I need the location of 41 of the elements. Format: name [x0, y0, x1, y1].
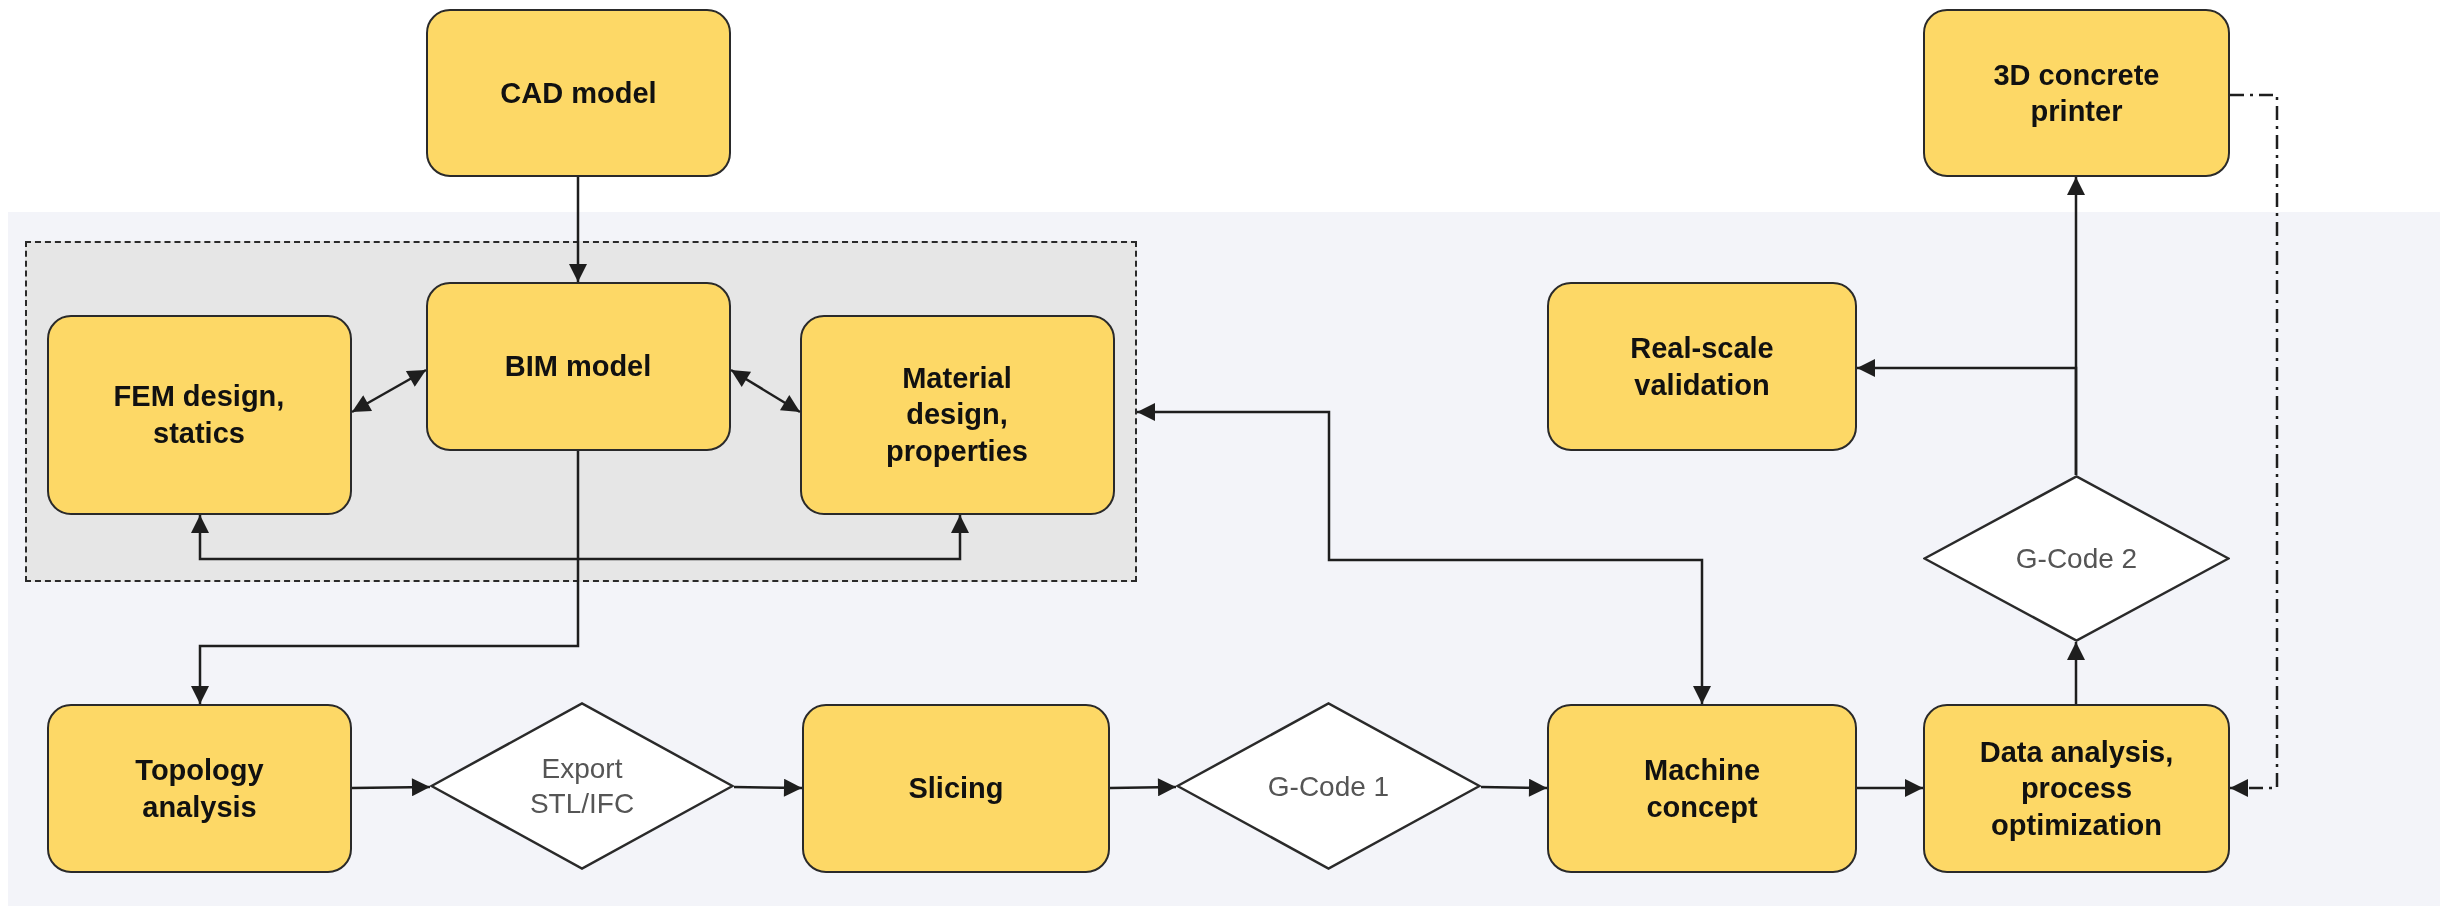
process-box [1923, 704, 2230, 873]
arrow [2067, 642, 2085, 704]
process-box [1923, 9, 2230, 177]
process-box [425, 281, 731, 451]
arrow [352, 778, 430, 797]
process-box [799, 314, 1115, 515]
dashed-group-box [25, 241, 1137, 582]
box-label: Data analysis, process optimization [1978, 735, 2175, 843]
box-label: CAD model [499, 75, 658, 111]
arrow [1481, 778, 1547, 797]
arrow [1137, 403, 1711, 704]
decision-diamond [1176, 702, 1481, 870]
arrow [730, 368, 801, 414]
box-label: Machine concept [1643, 753, 1761, 825]
decision-diamond [1923, 475, 2230, 642]
arrow [569, 177, 587, 282]
arrow [2230, 93, 2279, 797]
arrow [191, 515, 969, 561]
box-label: BIM model [503, 348, 653, 384]
arrow [1857, 359, 2078, 475]
box-label: Slicing [907, 771, 1005, 807]
process-box [1547, 282, 1857, 451]
process-box [46, 314, 352, 515]
arrow [1110, 778, 1176, 797]
box-label: Real-scale validation [1629, 331, 1775, 403]
box-label: FEM design, statics [112, 379, 286, 451]
diamond-label: G-Code 1 [1266, 769, 1391, 804]
diamond-label: G-Code 2 [2014, 542, 2139, 576]
box-label: Material design, properties [885, 361, 1029, 469]
process-box [802, 704, 1110, 873]
decision-diamond [430, 702, 734, 870]
box-label: 3D concrete printer [1992, 57, 2161, 129]
arrow [191, 451, 580, 704]
arrow [1857, 779, 1923, 797]
arrow [734, 778, 802, 797]
arrow [351, 368, 427, 414]
process-box [47, 704, 352, 873]
box-label: Topology analysis [134, 753, 265, 825]
process-box [1547, 704, 1857, 873]
diamond-label: Export STL/IFC [528, 752, 636, 821]
process-box [426, 9, 731, 177]
